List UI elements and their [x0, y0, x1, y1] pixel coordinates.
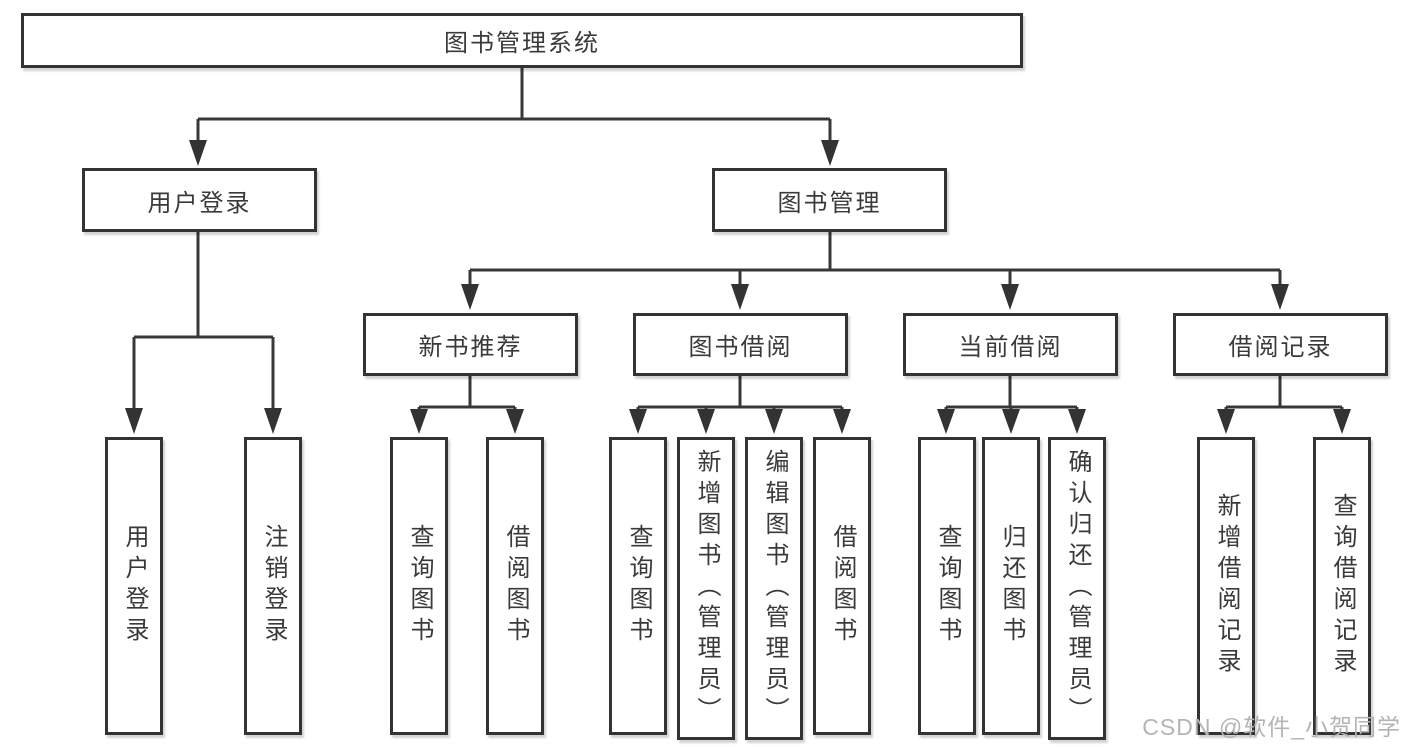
connector-book-management	[468, 232, 1282, 286]
arrowhead	[125, 408, 143, 434]
arrowhead	[461, 284, 479, 310]
arrowhead	[1068, 409, 1086, 434]
arrowhead	[629, 409, 647, 434]
connector-book-borrow	[636, 376, 844, 411]
node-borrow-records: 借阅记录	[1173, 313, 1388, 376]
arrowhead	[410, 409, 428, 434]
node-root-system: 图书管理系统	[21, 13, 1023, 68]
arrowhead	[1333, 409, 1351, 434]
leaf-logout: 注销登录	[244, 437, 302, 735]
arrowhead	[937, 409, 955, 434]
leaf-borrow-books: 借阅图书	[813, 437, 871, 735]
arrowhead	[189, 140, 207, 166]
arrowhead	[765, 409, 783, 434]
arrowheads	[125, 140, 1351, 434]
leaf-query-borrow-record: 查询借阅记录	[1313, 437, 1371, 735]
arrowhead	[506, 409, 524, 434]
arrowhead	[731, 284, 749, 310]
arrowhead	[1271, 284, 1289, 310]
node-current-borrow: 当前借阅	[903, 313, 1118, 376]
arrowhead	[1002, 409, 1020, 434]
node-user-login: 用户登录	[82, 168, 317, 232]
leaf-borrow-books-recommend: 借阅图书	[486, 437, 544, 735]
connector-borrow-records	[1224, 376, 1344, 411]
node-book-management: 图书管理	[712, 168, 947, 232]
leaf-confirm-return-admin: 确认归还（管理员）	[1048, 437, 1106, 740]
connector-new-book	[417, 376, 517, 411]
arrowhead	[1217, 409, 1235, 434]
arrowhead	[821, 140, 839, 166]
leaf-query-books-borrow: 查询图书	[609, 437, 667, 735]
arrowhead	[697, 409, 715, 434]
arrowhead	[1001, 284, 1019, 310]
leaf-query-books-current: 查询图书	[918, 437, 976, 735]
leaf-user-login: 用户登录	[105, 437, 163, 735]
connector-current-borrow	[944, 376, 1079, 411]
leaf-query-books-recommend: 查询图书	[390, 437, 448, 735]
connector-user-login	[132, 232, 275, 410]
leaf-add-borrow-record: 新增借阅记录	[1197, 437, 1255, 735]
node-book-borrow: 图书借阅	[633, 313, 848, 376]
leaf-edit-books-admin: 编辑图书（管理员）	[745, 437, 803, 740]
leaf-add-books-admin: 新增图书（管理员）	[677, 437, 735, 740]
connector-root	[196, 68, 832, 142]
arrowhead	[264, 408, 282, 434]
arrowhead	[833, 409, 851, 434]
node-new-book-recommend: 新书推荐	[363, 313, 578, 376]
leaf-return-books: 归还图书	[982, 437, 1040, 735]
